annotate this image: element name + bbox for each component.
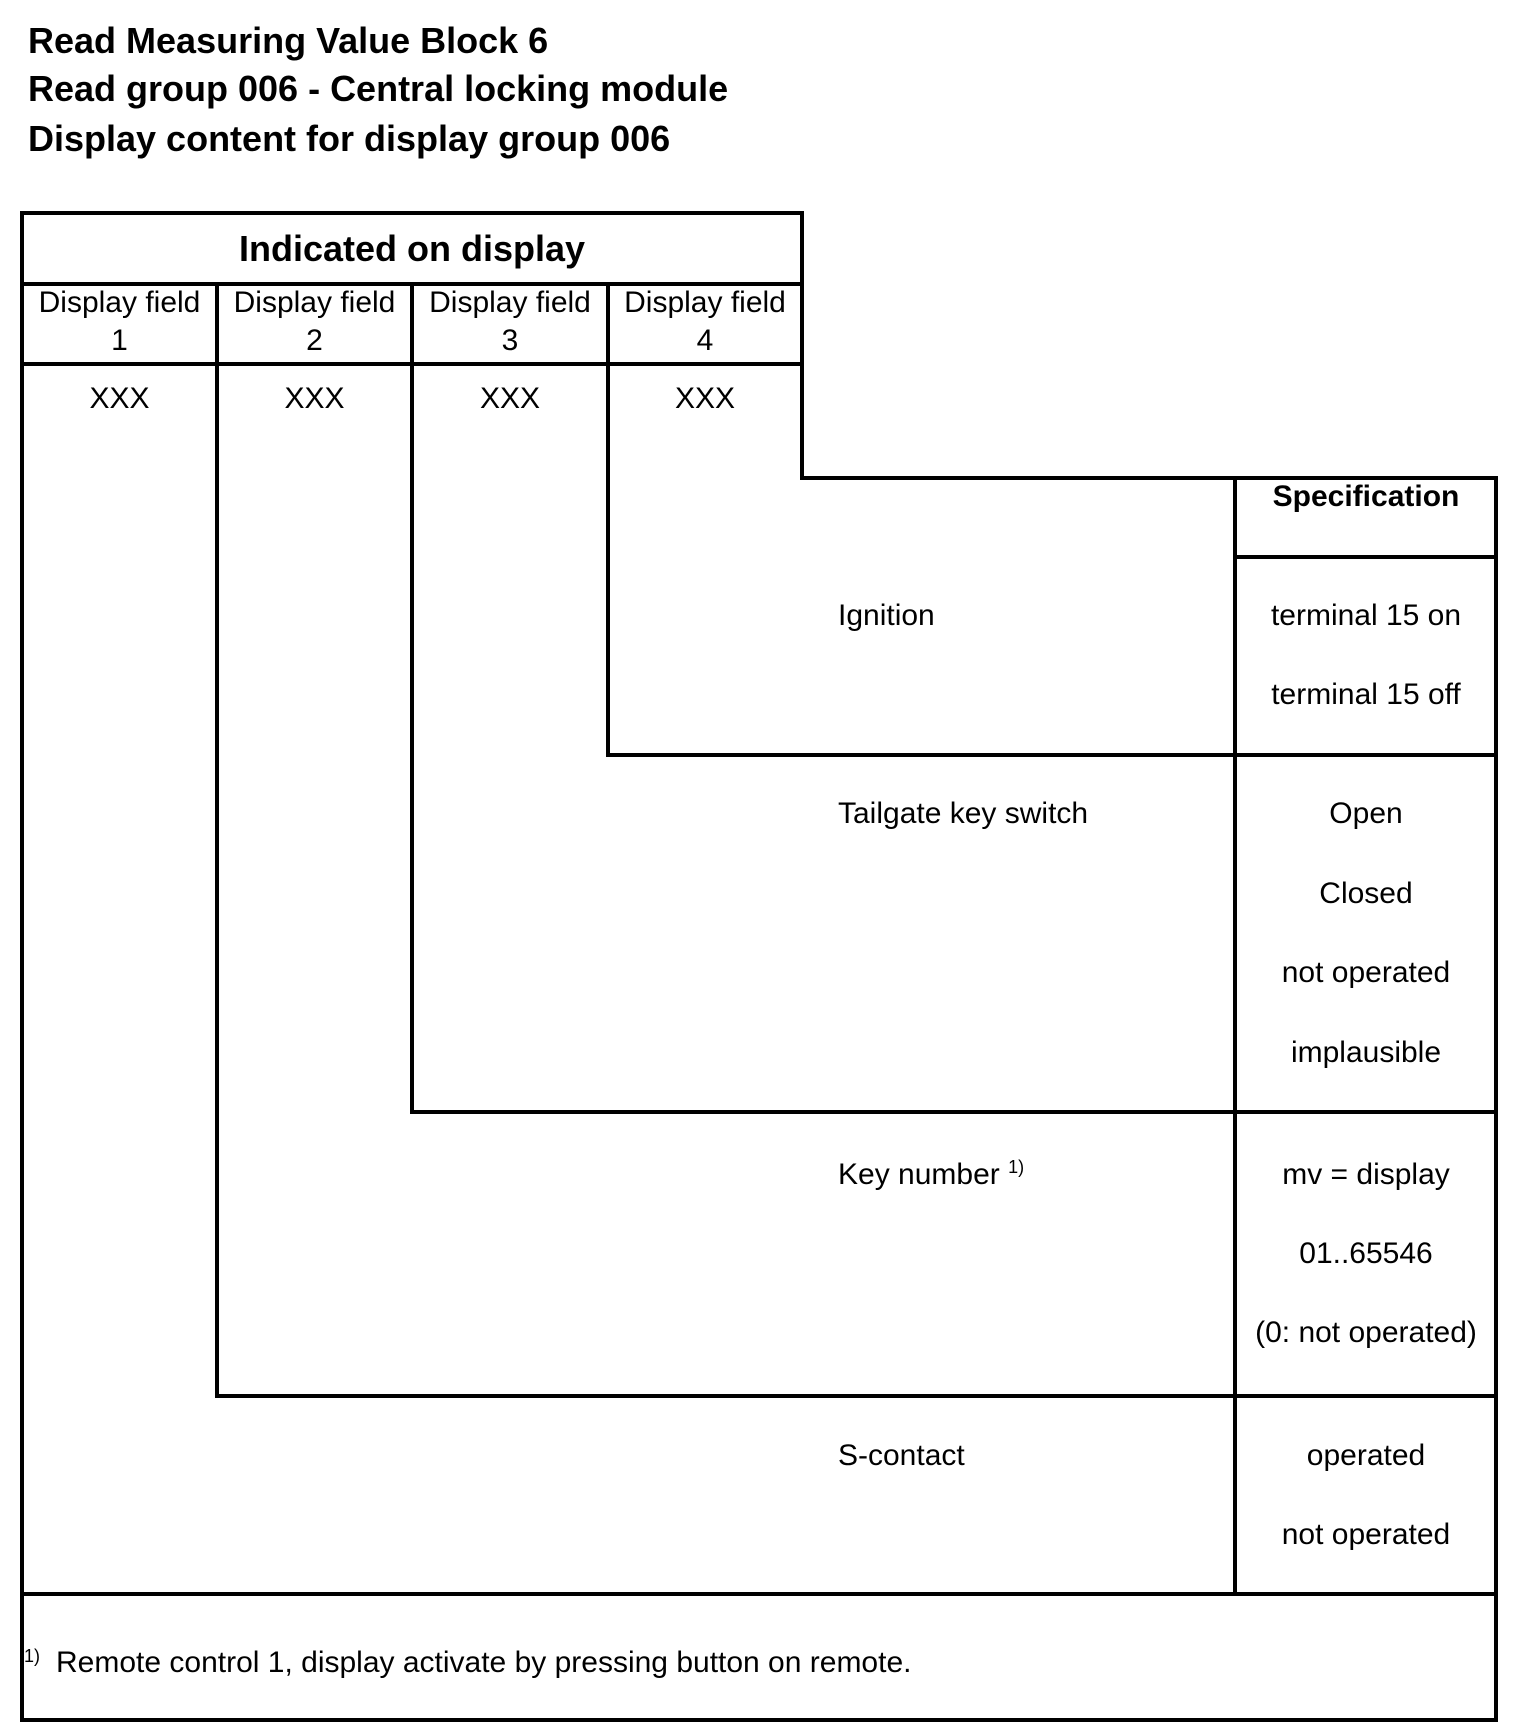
specification-header: Specification bbox=[1272, 480, 1460, 513]
display-field-1-value: XXX bbox=[89, 382, 150, 415]
display-field-4-value: XXX bbox=[674, 382, 736, 415]
spec-key-number-2: 01..65546 bbox=[1299, 1237, 1433, 1270]
spec-tailgate-2: Closed bbox=[1319, 877, 1413, 910]
page-title: Read Measuring Value Block 6 bbox=[28, 20, 549, 61]
spec-s-contact-2: not operated bbox=[1281, 1518, 1451, 1551]
footnote-mark: 1) bbox=[24, 1646, 41, 1666]
display-group-title: Display content for display group 006 bbox=[28, 118, 671, 159]
spec-ignition-2: terminal 15 off bbox=[1271, 678, 1461, 711]
footnote: 1) Remote control 1, display activate by … bbox=[24, 1644, 911, 1685]
spec-tailgate-4: implausible bbox=[1290, 1036, 1442, 1069]
row-label-s-contact: S-contact bbox=[838, 1439, 965, 1472]
spec-s-contact-1: operated bbox=[1306, 1439, 1426, 1472]
row-label-ignition: Ignition bbox=[838, 599, 935, 632]
row-label-tailgate: Tailgate key switch bbox=[838, 797, 1089, 830]
spec-key-number-3: (0: not operated) bbox=[1255, 1316, 1477, 1349]
spec-tailgate-1: Open bbox=[1329, 797, 1403, 830]
spec-tailgate-3: not operated bbox=[1281, 956, 1451, 989]
spec-key-number-1: mv = display bbox=[1282, 1158, 1450, 1191]
footnote-ref: 1) bbox=[1008, 1157, 1025, 1177]
spec-ignition-1: terminal 15 on bbox=[1270, 599, 1462, 632]
outer-border bbox=[20, 211, 1498, 1722]
table-header: Indicated on display bbox=[238, 228, 586, 269]
group-title: Read group 006 - Central locking module bbox=[28, 68, 729, 109]
display-field-2-value: XXX bbox=[284, 382, 345, 415]
row-label-key-number: Key number 1) bbox=[838, 1157, 1025, 1191]
footnote-text: Remote control 1, display activate by pr… bbox=[56, 1646, 912, 1679]
display-field-3-value: XXX bbox=[479, 382, 541, 415]
